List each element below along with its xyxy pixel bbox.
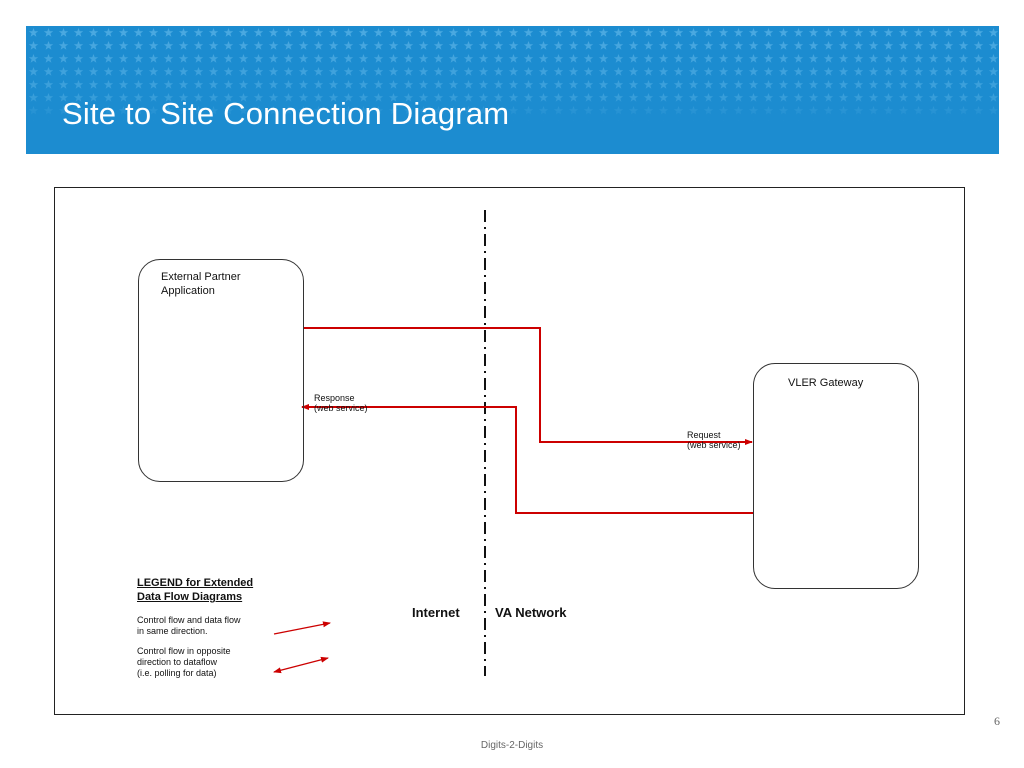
- legend-title-line2: Data Flow Diagrams: [137, 591, 243, 603]
- legend-arrow-opposite-direction: [273, 656, 329, 674]
- legend-item2-line3: (i.e. polling for data): [137, 668, 217, 678]
- va-network-zone-label: VA Network: [495, 605, 567, 620]
- request-flow-line: [304, 327, 753, 445]
- vler-gateway-label: VLER Gateway: [788, 377, 864, 389]
- footer-text: Digits-2-Digits: [480, 740, 544, 751]
- slide-title: Site to Site Connection Diagram: [62, 96, 510, 131]
- star-pattern: [26, 26, 999, 154]
- legend-title-line1: LEGEND for Extended: [137, 577, 254, 589]
- legend-item2-line2: direction to dataflow: [137, 657, 218, 667]
- request-label-line1: Request: [687, 430, 721, 440]
- title-banner: Site to Site Connection Diagram: [26, 26, 999, 154]
- connection-lines: [273, 210, 753, 676]
- request-label-line2: (web service): [687, 440, 741, 450]
- response-label-line2: (web service): [314, 403, 368, 413]
- legend-item1-line1: Control flow and data flow: [137, 615, 241, 625]
- external-partner-label-line1: External Partner: [161, 271, 241, 283]
- external-partner-box: [138, 259, 304, 482]
- vler-gateway-box: [753, 363, 919, 589]
- response-flow-line: [301, 404, 753, 514]
- response-label-line1: Response: [314, 393, 355, 403]
- legend-arrow-same-direction: [273, 621, 331, 635]
- page-number: 6: [994, 714, 1000, 728]
- diagram-frame: External Partner Application VLER Gatewa…: [54, 187, 965, 715]
- legend-item1-line2: in same direction.: [137, 626, 208, 636]
- external-partner-label-line2: Application: [161, 285, 215, 297]
- internet-zone-label: Internet: [412, 605, 460, 620]
- legend-item2-line1: Control flow in opposite: [137, 646, 231, 656]
